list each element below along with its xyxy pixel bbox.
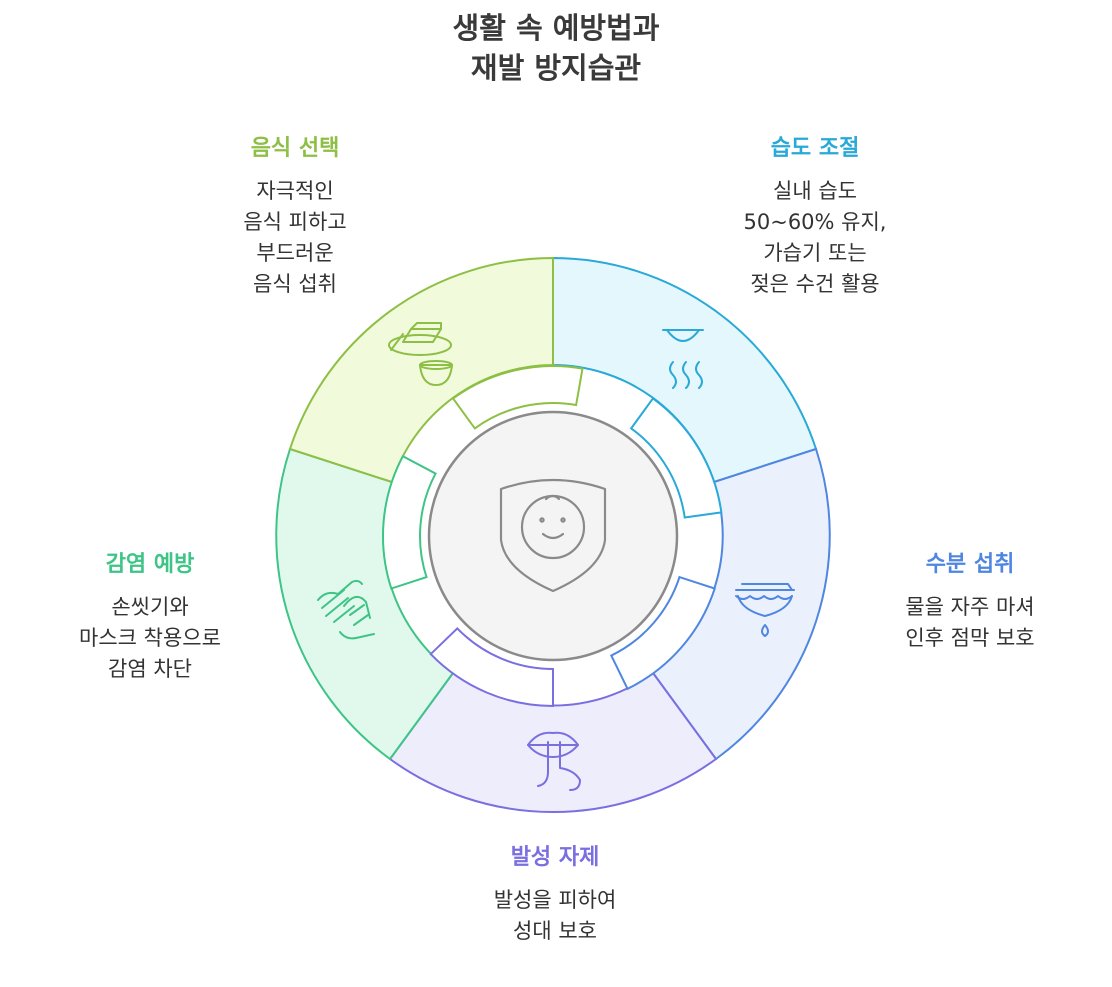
ring-notch-1 bbox=[451, 365, 584, 430]
section-water: 수분 섭취 물을 자주 마셔 인후 점막 보호 bbox=[860, 550, 1080, 654]
humidity-line-2: 50~60% 유지, bbox=[743, 210, 887, 234]
ring-notch-5 bbox=[382, 454, 437, 590]
food-line-2: 음식 피하고 bbox=[243, 210, 347, 234]
water-line-1: 물을 자주 마셔 bbox=[905, 595, 1035, 619]
water-drop-icon bbox=[735, 583, 795, 637]
infection-heading: 감염 예방 bbox=[105, 552, 195, 577]
sector-voice bbox=[388, 671, 718, 814]
shield-face-icon bbox=[499, 478, 607, 593]
water-line-2: 인후 점막 보호 bbox=[905, 626, 1035, 650]
title-line-2: 재발 방지습관 bbox=[470, 51, 642, 85]
title-line-1: 생활 속 예방법과 bbox=[452, 11, 660, 45]
food-heading: 음식 선택 bbox=[250, 136, 340, 161]
lips-shush-finger-icon bbox=[527, 731, 581, 791]
sector-humidity bbox=[552, 256, 818, 484]
infection-line-2: 마스크 착용으로 bbox=[79, 626, 221, 650]
humidity-line-4: 젖은 수건 활용 bbox=[750, 272, 880, 296]
voice-line-1: 발성을 피하여 bbox=[493, 888, 617, 912]
ring-notch-4 bbox=[429, 626, 554, 708]
humidity-line-1: 실내 습도 bbox=[773, 179, 857, 203]
section-voice: 발성 자제 발성을 피하여 성대 보호 bbox=[445, 843, 665, 947]
sector-infection bbox=[275, 447, 455, 761]
humidity-line-3: 가습기 또는 bbox=[763, 241, 867, 265]
water-heading: 수분 섭취 bbox=[925, 552, 1015, 577]
section-infection: 감염 예방 손씻기와 마스크 착용으로 감염 차단 bbox=[30, 550, 270, 685]
food-line-4: 음식 섭취 bbox=[253, 272, 337, 296]
humidifier-steam-icon bbox=[662, 329, 704, 389]
infection-line-3: 감염 차단 bbox=[108, 657, 192, 681]
voice-heading: 발성 자제 bbox=[510, 845, 600, 870]
humidity-heading: 습도 조절 bbox=[770, 136, 860, 161]
hand-washing-icon bbox=[317, 579, 375, 640]
section-food: 음식 선택 자극적인 음식 피하고 부드러운 음식 섭취 bbox=[190, 134, 400, 300]
voice-line-2: 성대 보호 bbox=[513, 919, 597, 943]
diagram-title: 생활 속 예방법과 재발 방지습관 bbox=[0, 8, 1112, 88]
food-line-3: 부드러운 bbox=[256, 241, 334, 265]
ring-notch-2 bbox=[629, 397, 723, 519]
food-plate-bowl-icon bbox=[388, 322, 453, 386]
section-humidity: 습도 조절 실내 습도 50~60% 유지, 가습기 또는 젖은 수건 활용 bbox=[710, 134, 920, 300]
ring-notch-3 bbox=[609, 575, 716, 691]
infection-line-1: 손씻기와 bbox=[111, 595, 189, 619]
center-circle bbox=[427, 410, 679, 662]
food-line-1: 자극적인 bbox=[256, 179, 334, 203]
